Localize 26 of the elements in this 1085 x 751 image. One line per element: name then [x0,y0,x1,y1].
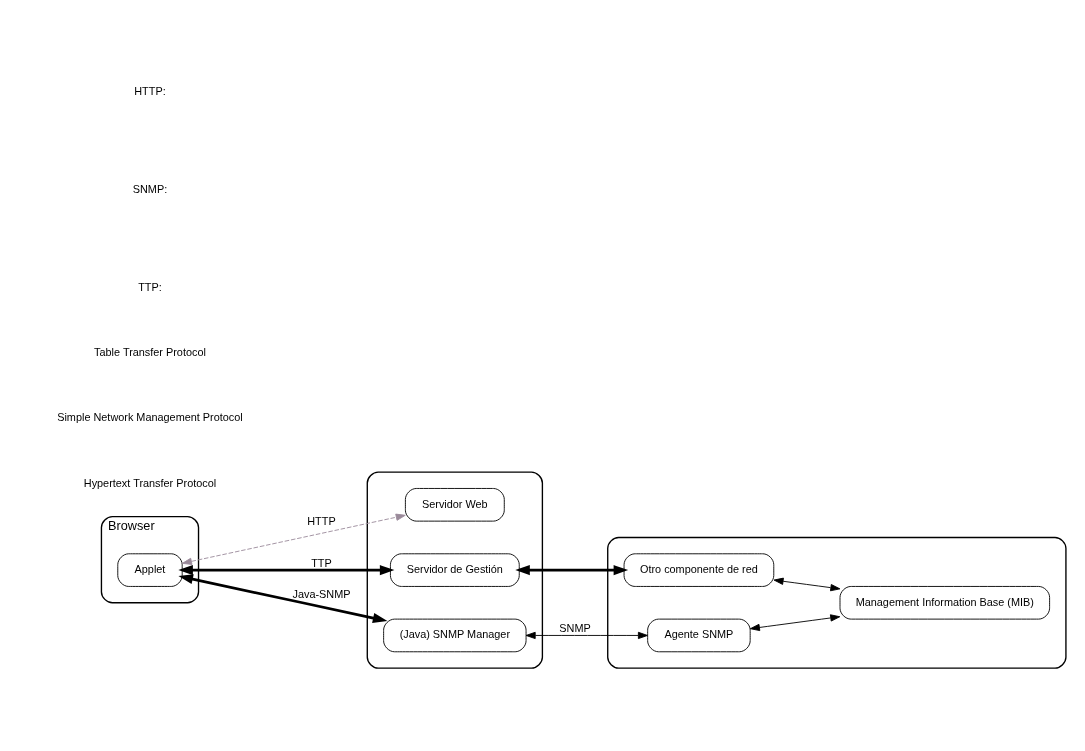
arrow [525,631,648,640]
edge-label: Java-SNMP [292,587,351,600]
node-box: (Java) SNMP Manager [383,618,527,653]
node-box: Servidor Web [404,488,505,522]
label: Table Transfer Protocol [94,346,206,359]
arrow [773,577,841,592]
label: Hypertext Transfer Protocol [83,476,217,489]
arrow [182,513,406,565]
node-box: Agente SNMP [647,618,751,653]
node-box: Otro componente de red [623,553,775,587]
label: Simple Network Management Protocol [57,411,243,424]
arrow [178,565,395,576]
node-box: Management Information Base (MIB) [839,586,1051,620]
cluster [607,536,1067,669]
arrow [749,614,841,632]
node-box: Servidor de Gestión [389,553,520,587]
label: HTTP: [134,84,166,97]
arrow [178,574,388,623]
label: SNMP: [132,182,168,195]
cluster [366,471,544,669]
edge-label: SNMP [559,622,591,635]
edge-label: HTTP [307,515,336,528]
label: TTP: [138,280,162,293]
node-box: Applet [117,553,183,587]
arrow [515,565,629,576]
edge-label: TTP [311,557,332,570]
